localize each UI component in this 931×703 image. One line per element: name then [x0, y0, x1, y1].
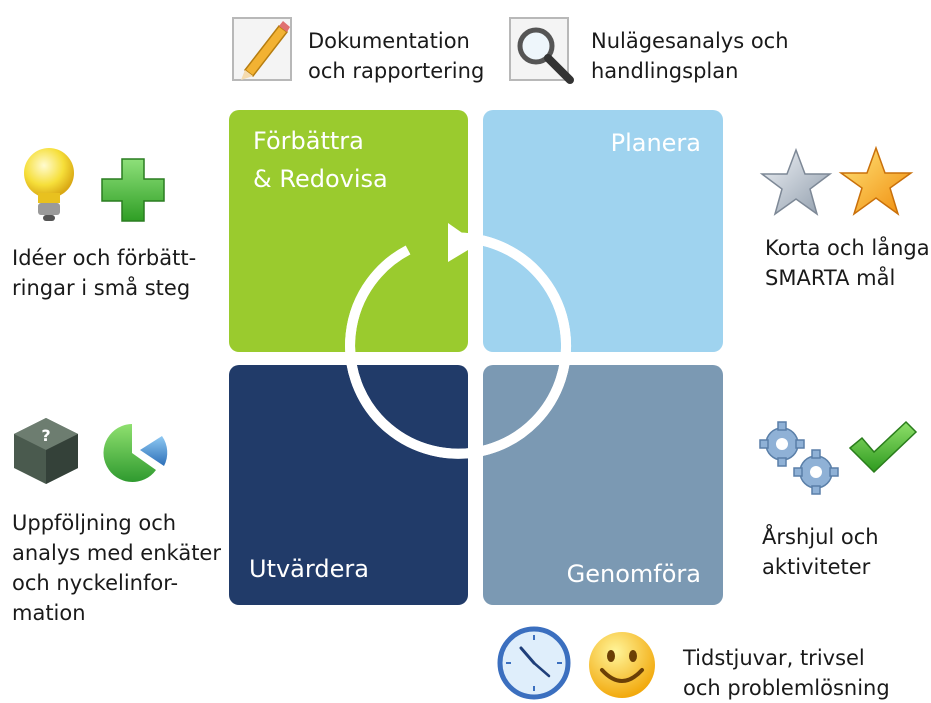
- annotation-analysis-line2: handlingsplan: [591, 59, 739, 83]
- lightbulb-icon: [24, 148, 74, 221]
- annotation-ideas: Idéer och förbätt- ringar i små steg: [12, 243, 196, 303]
- annotation-ideas-line1: Idéer och förbätt-: [12, 246, 197, 270]
- quadrant-plan: Planera: [483, 110, 723, 352]
- annotation-goals-line2: SMARTA mål: [765, 266, 896, 290]
- gears-icon: [759, 421, 839, 495]
- question-cube-icon: ?: [14, 418, 78, 484]
- annotation-documentation: Dokumentation och rapportering: [308, 26, 484, 86]
- annotation-goals-line1: Korta och långa: [765, 236, 930, 260]
- annotation-wellbeing-line2: och problemlösning: [683, 676, 890, 700]
- annotation-analysis-line1: Nulägesanalys och: [591, 29, 789, 53]
- annotation-analysis: Nulägesanalys och handlingsplan: [591, 26, 789, 86]
- annotation-followup-line3: och nyckelinfor-: [12, 571, 179, 595]
- annotation-wellbeing-line1: Tidstjuvar, trivsel: [683, 646, 865, 670]
- quadrant-evaluate-label: Utvärdera: [249, 555, 369, 583]
- annotation-followup: Uppföljning och analys med enkäter och n…: [12, 508, 221, 628]
- silver-star-icon: [759, 147, 833, 216]
- quadrant-execute-label: Genomföra: [566, 560, 701, 588]
- annotation-followup-line1: Uppföljning och: [12, 511, 177, 535]
- annotation-yearwheel-line1: Årshjul och: [762, 525, 879, 549]
- quadrant-improve-line1: Förbättra: [253, 127, 364, 155]
- quadrant-execute: Genomföra: [483, 365, 723, 605]
- annotation-yearwheel-line2: aktiviteter: [762, 555, 871, 579]
- quadrant-improve-line2: & Redovisa: [253, 165, 388, 193]
- annotation-yearwheel: Årshjul och aktiviteter: [762, 522, 879, 582]
- pencil-icon: [232, 17, 292, 81]
- quadrant-improve: Förbättra & Redovisa: [229, 110, 468, 352]
- gold-star-icon: [838, 145, 914, 216]
- quadrant-improve-label: Förbättra & Redovisa: [253, 122, 388, 198]
- clock-icon: [497, 626, 571, 700]
- quadrant-evaluate: Utvärdera: [229, 365, 468, 605]
- annotation-followup-line2: analys med enkäter: [12, 541, 221, 565]
- annotation-ideas-line2: ringar i små steg: [12, 276, 191, 300]
- checkmark-icon: [848, 420, 918, 474]
- smiley-icon: [589, 632, 655, 698]
- annotation-goals: Korta och långa SMARTA mål: [765, 233, 930, 293]
- pie-chart-icon: [103, 424, 168, 482]
- quadrant-plan-label: Planera: [610, 129, 701, 157]
- annotation-wellbeing: Tidstjuvar, trivsel och problemlösning: [683, 643, 890, 703]
- magnifier-icon: [509, 17, 574, 84]
- annotation-documentation-line1: Dokumentation: [308, 29, 470, 53]
- plus-icon: [101, 158, 165, 222]
- svg-text:?: ?: [41, 426, 50, 445]
- annotation-documentation-line2: och rapportering: [308, 59, 485, 83]
- annotation-followup-line4: mation: [12, 601, 86, 625]
